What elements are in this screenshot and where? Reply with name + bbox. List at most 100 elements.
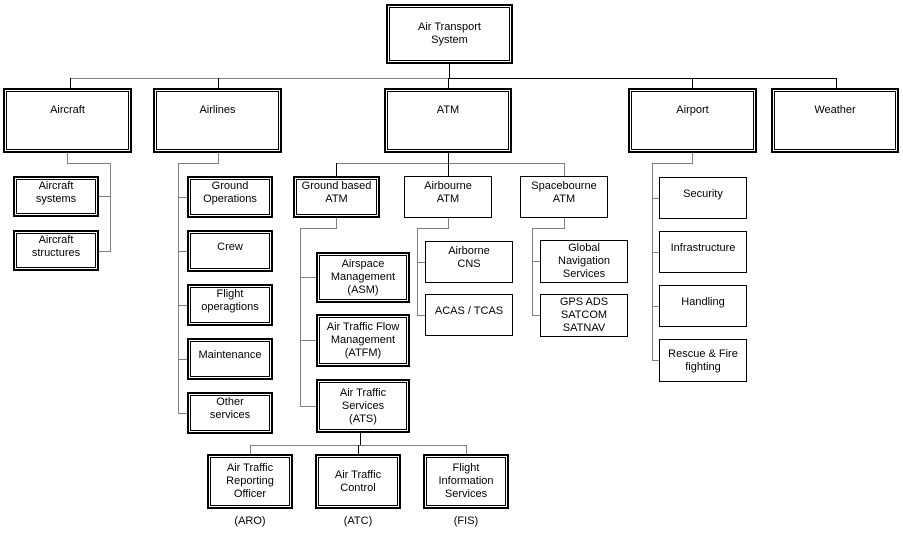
connector-gbatm-spine [300,406,316,407]
connector-airport-spine [652,252,659,253]
node-maintenance: Maintenance [187,338,273,380]
node-ground-operations-label: Ground Operations [203,180,257,205]
caption-aro: (ARO) [234,515,266,527]
connector-gbatm-spine [300,340,316,341]
node-ground-based-atm-label: Ground based ATM [301,180,372,205]
connector-trunk-left [70,78,449,79]
connector-spacebourne-spine [532,228,533,316]
node-other-services: Other services [187,392,273,434]
connector-aircraft-spine [67,163,111,164]
node-flight-information-services-label: Flight Information Services [438,462,494,500]
node-airspace-management-asm-label: Airspace Management (ASM) [330,258,396,296]
connector-airport-spine [692,153,693,164]
node-airborne-cns: Airborne CNS [425,241,513,283]
connector-airport-spine [652,360,659,361]
node-infrastructure: Infrastructure [659,231,747,273]
caption-fis: (FIS) [453,515,479,527]
connector-stub-atm [448,78,449,88]
connector-airport-spine [652,198,659,199]
node-flight-operations-label: Flight operagtions [201,288,259,313]
connector-stub-ground-based-atm [336,163,337,176]
node-flight-information-services: Flight Information Services [423,454,509,509]
node-aircraft-systems-label: Aircraft systems [35,179,77,205]
connector-airlines-spine [178,197,187,198]
node-atm-label: ATM [436,104,460,116]
node-air-traffic-control: Air Traffic Control [315,454,401,509]
connector-stub-airport [692,78,693,88]
connector-airbourne-spine [417,315,425,316]
node-crew-label: Crew [217,240,243,253]
connector-stub-aro [250,445,251,454]
connector-stub-airlines [218,78,219,88]
node-handling-label: Handling [681,295,725,308]
connector-atm-bar [336,163,564,164]
connector-airlines-spine [178,251,187,252]
connector-airport-spine [652,163,693,164]
node-handling: Handling [659,285,747,327]
connector-stub-weather [836,78,837,88]
node-airbourne-atm-label: Airbourne ATM [424,180,472,205]
connector-airlines-spine [218,153,219,164]
node-airlines-label: Airlines [199,104,236,116]
connector-airlines-spine [178,163,219,164]
connector-spacebourne-spine [532,228,565,229]
node-acas-tcas: ACAS / TCAS [425,294,513,336]
connector-airlines-spine [178,163,179,414]
connector-airport-spine [652,306,659,307]
node-ground-operations: Ground Operations [187,176,273,218]
connector-gbatm-spine [300,277,316,278]
node-airport: Airport [628,88,757,153]
node-security-label: Security [683,187,723,200]
connector-stub-fis [466,445,467,454]
connector-gbatm-spine [336,218,337,229]
node-security: Security [659,177,747,219]
node-weather-label: Weather [814,104,856,116]
node-air-traffic-flow-management-atfm-label: Air Traffic Flow Management (ATFM) [326,321,400,359]
connector-airlines-spine [178,359,187,360]
connector-airlines-spine [178,413,187,414]
node-aircraft: Aircraft [3,88,132,153]
connector-aircraft-spine [99,196,110,197]
connector-stub-airbourne-atm [448,163,449,176]
connector-airbourne-spine [448,218,449,229]
node-global-navigation-services-label: Global Navigation Services [558,242,610,280]
connector-root-stub [449,64,450,79]
node-air-transport-system: Air Transport System [386,4,513,64]
node-air-traffic-reporting-officer-label: Air Traffic Reporting Officer [226,462,274,500]
node-airborne-cns-label: Airborne CNS [448,245,490,270]
node-gps-ads-satcom-satnav: GPS ADS SATCOM SATNAV [540,294,628,337]
node-airlines: Airlines [153,88,282,153]
node-air-traffic-control-label: Air Traffic Control [334,468,382,494]
connector-stub-aircraft [70,78,71,88]
node-infrastructure-label: Infrastructure [670,241,736,254]
node-atm: ATM [384,88,512,153]
node-air-traffic-services-ats-label: Air Traffic Services (ATS) [339,386,387,425]
node-other-services-label: Other services [209,396,251,421]
node-global-navigation-services: Global Navigation Services [540,240,628,283]
caption-atc: (ATC) [343,515,373,527]
connector-gbatm-spine [300,228,337,229]
node-air-traffic-flow-management-atfm: Air Traffic Flow Management (ATFM) [316,314,410,367]
node-flight-operations: Flight operagtions [187,284,273,326]
node-airbourne-atm: Airbourne ATM [404,176,492,218]
connector-aircraft-spine [67,153,68,164]
node-airspace-management-asm: Airspace Management (ASM) [316,252,410,303]
node-spacebourne-atm: Spacebourne ATM [520,176,608,218]
connector-spacebourne-spine [564,218,565,229]
connector-airlines-spine [178,305,187,306]
connector-airbourne-spine [417,262,425,263]
connector-gbatm-spine [300,228,301,407]
node-crew: Crew [187,230,273,272]
node-aircraft-label: Aircraft [50,104,85,116]
node-ground-based-atm: Ground based ATM [293,176,380,218]
connector-spacebourne-spine [532,315,540,316]
node-air-traffic-reporting-officer: Air Traffic Reporting Officer [207,454,293,509]
connector-aircraft-spine [110,163,111,252]
connector-atm-down [448,153,449,164]
connector-ats-down [360,433,361,446]
node-rescue-fire-fighting-label: Rescue & Fire fighting [668,347,738,373]
connector-spacebourne-spine [532,261,540,262]
node-rescue-fire-fighting: Rescue & Fire fighting [659,339,747,382]
node-aircraft-systems: Aircraft systems [13,176,99,217]
node-air-transport-system-label: Air Transport System [418,21,481,46]
